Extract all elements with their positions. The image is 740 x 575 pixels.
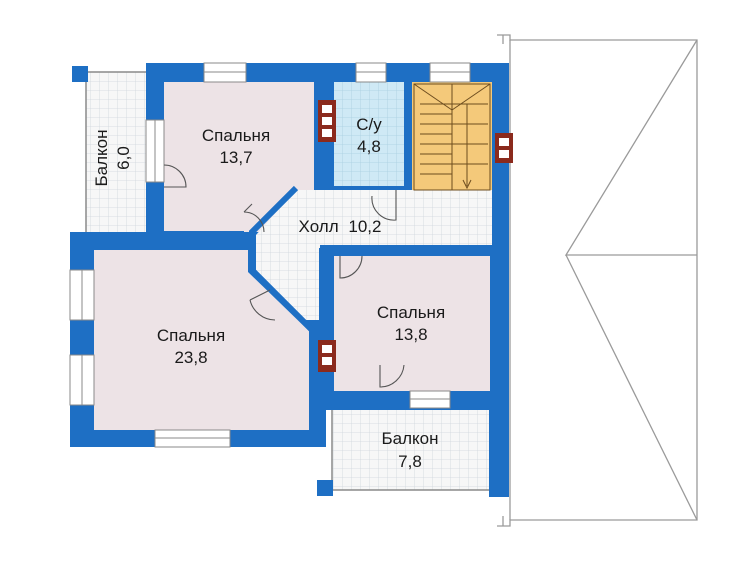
balcony-1-floor (86, 72, 146, 232)
roof-outline (497, 34, 698, 527)
balcony-2-floor (332, 410, 492, 490)
bedroom-3-area: 13,8 (394, 325, 427, 344)
bedroom-2-floor (94, 250, 310, 430)
hall-label: Холл 10,2 (299, 217, 382, 236)
doors (163, 164, 405, 388)
balcony-1-post (72, 66, 88, 82)
balcony-2-post (317, 480, 333, 496)
bedroom-2-area: 23,8 (174, 348, 207, 367)
windows (69, 62, 471, 448)
bath-area: 4,8 (357, 137, 381, 156)
hall-area: 10,2 (348, 217, 381, 236)
staircase (413, 83, 491, 191)
bath-floor (334, 82, 404, 186)
bedroom-1-area: 13,7 (219, 148, 252, 167)
bedroom-1-name: Спальня (202, 126, 270, 145)
bedroom-2-name: Спальня (157, 326, 225, 345)
hall-floor (256, 190, 492, 320)
bedroom-3-name: Спальня (377, 303, 445, 322)
balcony-2-area: 7,8 (398, 452, 422, 471)
hall-name: Холл (299, 217, 339, 236)
balcony-1-name: Балкон (92, 129, 111, 186)
bath-name: С/у (356, 115, 382, 134)
balcony-2-name: Балкон (381, 429, 438, 448)
balcony-1-area: 6,0 (114, 146, 133, 170)
room-labels: Спальня 13,7 С/у 4,8 Холл 10,2 Спальня 2… (92, 115, 445, 471)
bedroom-3-floor (334, 256, 490, 391)
vent-blocks (318, 100, 513, 372)
